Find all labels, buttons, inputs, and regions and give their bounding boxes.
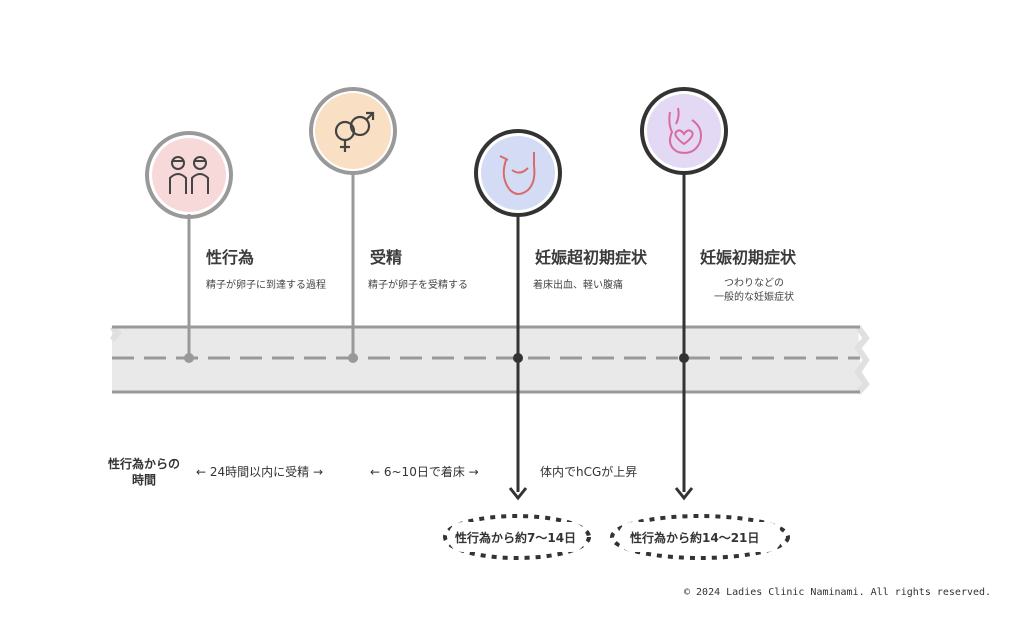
timeline-band xyxy=(109,324,870,395)
gender-symbols-icon xyxy=(334,111,375,152)
badge-text: 性行為から約14〜21日 xyxy=(630,531,760,545)
stage-title: 妊娠超初期症状 xyxy=(535,248,648,267)
stage-title: 受精 xyxy=(370,248,403,267)
stage-very-early-symptoms xyxy=(474,129,562,501)
copyright: © 2024 Ladies Clinic Naminami. All right… xyxy=(684,587,992,598)
stage-title: 妊娠初期症状 xyxy=(700,248,797,267)
stage-sex xyxy=(145,131,233,363)
stage-description: 精子が卵子を受精する xyxy=(368,280,468,291)
stage-title: 性行為 xyxy=(206,248,255,267)
interval-implantation: ← 6~10日で着床 → xyxy=(370,465,479,479)
pregnant-belly-icon xyxy=(668,107,702,154)
stage-description: 着床出血、軽い腹痛 xyxy=(533,280,623,291)
interval-hcg-rise: 体内でhCGが上昇 xyxy=(540,465,638,479)
badge-7-14-days xyxy=(443,514,591,560)
badge-text: 性行為から約7〜14日 xyxy=(455,531,577,545)
stage-description: 精子が卵子に到達する過程 xyxy=(206,280,326,291)
couple-icon xyxy=(169,156,209,194)
timeline-side-label: 性行為からの 時間 xyxy=(107,457,180,487)
stage-description: つわりなどの 一般的な妊娠症状 xyxy=(714,278,794,303)
uterus-icon xyxy=(499,152,536,195)
stage-early-symptoms xyxy=(640,87,728,501)
interval-fertilization: ← 24時間以内に受精 → xyxy=(196,465,324,479)
badge-14-21-days xyxy=(610,514,790,560)
stage-fertilization xyxy=(309,87,397,363)
